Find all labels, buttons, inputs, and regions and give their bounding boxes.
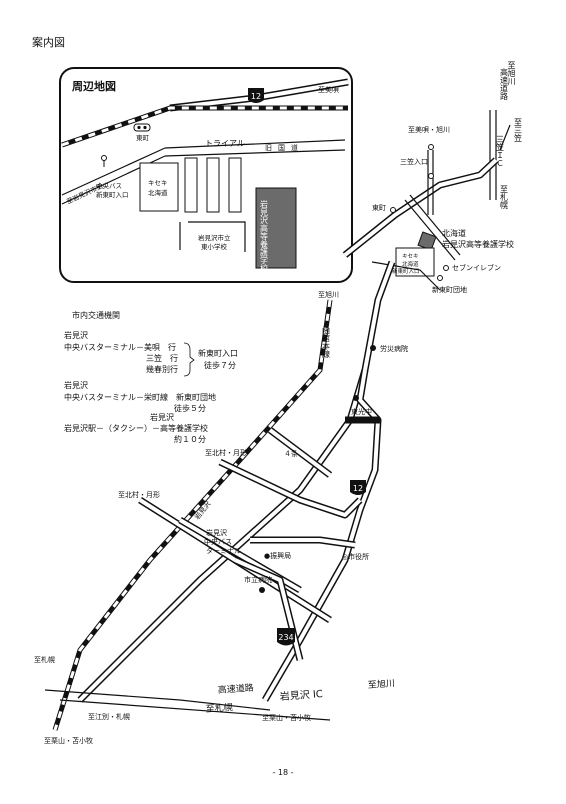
svg-text:中央バスターミナル－栄町線 新東町団地: 中央バスターミナル－栄町線 新東町団地	[64, 392, 216, 402]
svg-text:中央バスターミナル－美唄 行: 中央バスターミナル－美唄 行	[64, 342, 176, 352]
inset-to-bibai: 至美唄	[318, 85, 339, 94]
area-map: 至旭川 高速道路 至三笠 三笠ＩＣ 至札幌 至美唄・旭川 三笠入口 東町 北海道…	[342, 61, 523, 294]
city-hospital: 市立病院	[244, 575, 272, 584]
svg-text:幾春別行: 幾春別行	[146, 364, 178, 374]
svg-text:岩見沢高等養護学校: 岩見沢高等養護学校	[260, 199, 269, 273]
iwamizawa-ic: 岩見沢 IC	[279, 687, 323, 703]
to-sapporo-left: 至札幌	[34, 655, 55, 664]
higashi-kouka: 東光中	[351, 407, 372, 416]
higashimachi: 東町	[372, 203, 386, 212]
svg-text:徒歩７分: 徒歩７分	[204, 360, 236, 370]
mikasa-entrance: 三笠入口	[400, 157, 428, 166]
city-hall: ◎市役所	[342, 552, 369, 561]
svg-text:徒歩５分: 徒歩５分	[174, 403, 206, 413]
inset-school-east: 岩見沢市立東小学校	[198, 233, 231, 251]
to-mikasa: 至三笠	[514, 118, 523, 142]
inset-title: 周辺地図	[72, 79, 116, 93]
jo4: ４条	[284, 449, 298, 458]
svg-text:12: 12	[353, 484, 363, 493]
to-bibai-asahikawa: 至美唄・旭川	[408, 125, 450, 134]
page-number: - 18 -	[272, 768, 293, 777]
svg-text:岩見沢: 岩見沢	[64, 380, 88, 390]
inset-block-kiseki	[139, 162, 179, 212]
hakodate-line: 函館本線	[322, 326, 331, 358]
to-kuriyama-1: 至栗山・苫小牧	[262, 713, 311, 722]
to-asahikawa-rail: 至旭川	[318, 290, 339, 299]
inset-map: 周辺地図 12 至美唄 トライアル 旧国道 至岩見沢市街 東町	[59, 67, 353, 283]
to-kitamura-1: 至北村・月形	[205, 448, 247, 457]
svg-text:234: 234	[278, 633, 293, 642]
inset-old-road: 旧国道	[265, 143, 304, 152]
inset-station-icon	[133, 123, 151, 132]
inset-station: 東町	[136, 133, 150, 142]
to-kuriyama-2: 至栗山・苫小牧	[44, 736, 93, 745]
svg-text:高速道路: 高速道路	[500, 67, 509, 100]
svg-text:約１０分: 約１０分	[174, 434, 206, 444]
bus-terminal: 岩見沢中央バスターミナル	[204, 528, 241, 555]
inset-bus-stop: 中央バス新東町入口	[96, 181, 129, 199]
inset-kiseki: キセキ北海道	[148, 179, 168, 197]
route234-shield: 234	[277, 628, 295, 646]
svg-text:岩見沢: 岩見沢	[150, 412, 174, 422]
expressway: 高速道路	[217, 682, 254, 696]
svg-text:岩見沢駅－（タクシー）－高等養護学校: 岩見沢駅－（タクシー）－高等養護学校	[64, 423, 208, 433]
shin-higashimachi-danchi: 新東町団地	[432, 285, 467, 294]
svg-text:新東町入口: 新東町入口	[198, 348, 238, 358]
inset-trial: トライアル	[205, 139, 245, 148]
area-school: 北海道岩見沢高等養護学校	[442, 228, 514, 249]
inset-route12-shield: 12	[248, 88, 264, 103]
transport-title: 市内交通機関	[72, 310, 120, 320]
to-sapporo-top: 至札幌	[500, 185, 509, 210]
svg-text:岩見沢: 岩見沢	[64, 330, 88, 340]
to-kitamura-2: 至北村・月形	[118, 490, 160, 499]
mikasa-ic: 三笠ＩＣ	[496, 135, 505, 167]
page-heading: 案内図	[32, 35, 65, 49]
inset-bus-stop-icon	[101, 155, 107, 167]
inset-school-main	[255, 187, 297, 269]
route12-road	[77, 260, 396, 703]
shinkokyoku: ●振興局	[264, 551, 291, 560]
route12-shield-city: 12	[350, 480, 366, 495]
shin-higashimachi-small: 新東町入口	[392, 267, 420, 275]
city-map: 至旭川 函館本線 労災病院 東光中 至北村・月形 ４条 至北村・月形	[34, 260, 408, 745]
to-asahikawa-bottom: 至旭川	[367, 677, 395, 691]
to-ebetsu: 至江別・札幌	[88, 712, 130, 721]
rousai-hospital: 労災病院	[380, 344, 408, 353]
svg-text:キセキ北海道: キセキ北海道	[402, 253, 419, 268]
transport-info: 市内交通機関 岩見沢 中央バスターミナル－美唄 行 三笠 行 幾春別行 新東町入…	[64, 310, 238, 444]
to-sapporo-bottom: 至札幌	[205, 701, 233, 715]
svg-text:12: 12	[251, 92, 261, 101]
svg-text:三笠 行: 三笠 行	[146, 353, 178, 363]
seven-eleven: セブンイレブン	[452, 263, 501, 272]
